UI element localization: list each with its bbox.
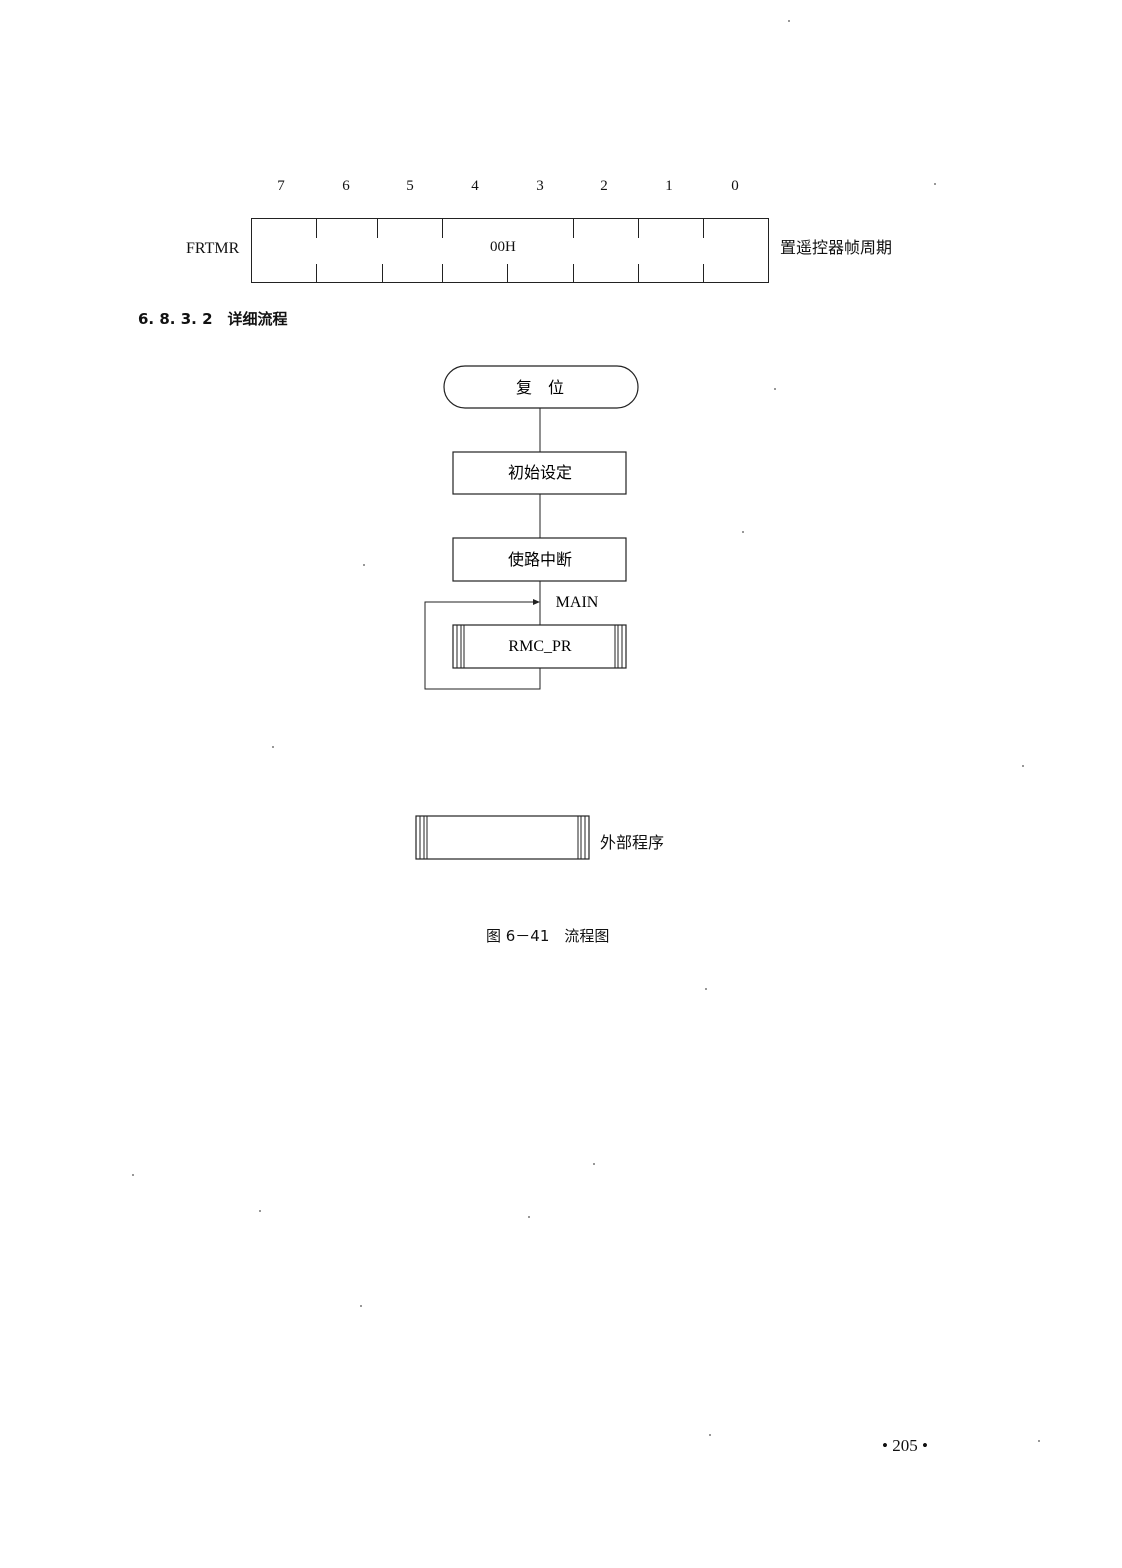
reset-terminator xyxy=(443,365,639,409)
bit-number-2: 2 xyxy=(600,178,608,194)
bit-divider xyxy=(382,264,383,283)
bit-divider xyxy=(703,264,704,283)
bit-divider xyxy=(316,264,317,283)
bit-divider xyxy=(377,219,378,238)
register-box xyxy=(251,218,769,283)
bit-number-3: 3 xyxy=(536,178,544,194)
scan-speck xyxy=(788,20,790,22)
bit-divider xyxy=(507,264,508,283)
scan-speck xyxy=(259,1210,261,1212)
scan-speck xyxy=(705,988,707,990)
scan-speck xyxy=(742,531,744,533)
bit-divider xyxy=(442,219,443,238)
bit-divider xyxy=(442,264,443,283)
legend-subroutine-box xyxy=(415,815,590,860)
register-description: 置遥控器帧周期 xyxy=(780,238,893,257)
scan-speck xyxy=(774,388,776,390)
figure-caption: 图 6－41 流程图 xyxy=(486,927,610,945)
init-label: 初始设定 xyxy=(508,463,572,482)
bit-divider xyxy=(638,219,639,238)
bit-number-0: 0 xyxy=(731,178,739,194)
register-name: FRTMR xyxy=(186,240,240,257)
rmc-pr-label: RMC_PR xyxy=(508,638,571,655)
scan-speck xyxy=(593,1163,595,1165)
page-number: • 205 • xyxy=(882,1436,928,1455)
interrupt-process-box xyxy=(452,537,627,582)
scan-speck xyxy=(132,1174,134,1176)
legend-external-program-label: 外部程序 xyxy=(600,833,665,852)
scan-speck xyxy=(934,183,936,185)
bit-divider xyxy=(316,219,317,238)
loop-back-line xyxy=(424,601,541,690)
loop-arrowhead xyxy=(533,599,540,605)
reset-label: 复 位 xyxy=(516,378,564,397)
bit-number-1: 1 xyxy=(665,178,673,194)
bit-number-6: 6 xyxy=(342,178,350,194)
bit-number-7: 7 xyxy=(277,178,285,194)
bit-divider xyxy=(703,219,704,238)
init-process-box xyxy=(452,451,627,495)
bit-number-4: 4 xyxy=(471,178,479,194)
interrupt-label: 使路中断 xyxy=(508,550,572,569)
bit-divider xyxy=(573,264,574,283)
scan-speck xyxy=(1038,1440,1040,1442)
bit-divider xyxy=(638,264,639,283)
register-reset-value: 00H xyxy=(490,239,516,255)
scan-speck xyxy=(1022,765,1024,767)
main-label: MAIN xyxy=(556,594,599,611)
rmc-pr-subroutine-box xyxy=(452,624,627,669)
section-heading: 6. 8. 3. 2 详细流程 xyxy=(138,310,288,328)
bit-divider xyxy=(573,219,574,238)
bit-number-5: 5 xyxy=(406,178,414,194)
scan-speck xyxy=(528,1216,530,1218)
scan-speck xyxy=(363,564,365,566)
scan-speck xyxy=(360,1305,362,1307)
scan-speck xyxy=(272,746,274,748)
scan-speck xyxy=(709,1434,711,1436)
